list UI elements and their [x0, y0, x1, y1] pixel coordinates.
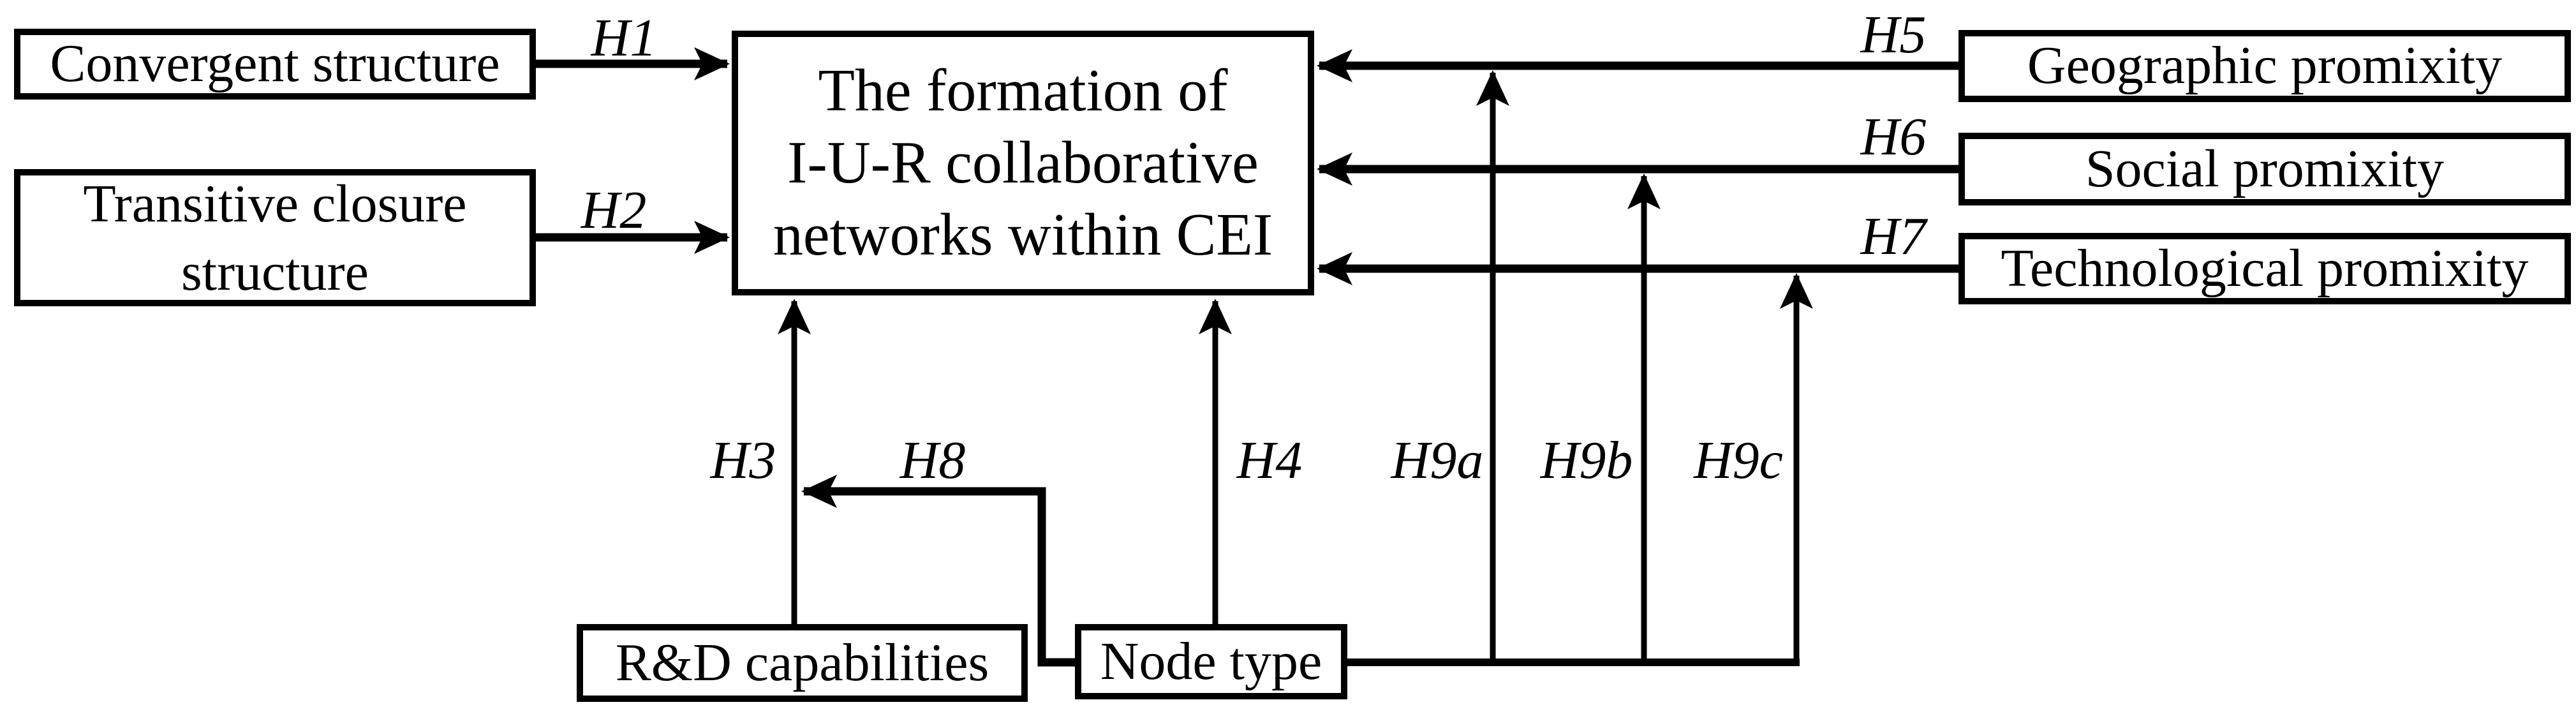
label-h4: H4 [1236, 431, 1303, 490]
label-h7: H7 [1860, 207, 1927, 266]
label-h2: H2 [581, 181, 647, 240]
label-h1: H1 [591, 8, 657, 68]
label-h9b: H9b [1540, 431, 1633, 490]
center-box-line1: The formation of [818, 57, 1228, 124]
label-h8: H8 [899, 431, 966, 490]
h8-arrow [801, 475, 1078, 667]
box-node-type: Node type [1075, 624, 1347, 699]
box-label: R&D capabilities [615, 632, 989, 692]
box-rd-capabilities: R&D capabilities [577, 624, 1028, 702]
label-h6: H6 [1860, 107, 1927, 167]
label-h3: H3 [710, 431, 776, 490]
box-convergent-structure: Convergent structure [14, 29, 536, 100]
box-label: Social promixity [2085, 138, 2445, 198]
center-box-line3: networks within CEI [773, 202, 1273, 268]
box-geographic-proximity: Geographic promixity [1958, 30, 2571, 102]
box-formation-center: The formation of I-U-R collaborative net… [732, 31, 1314, 295]
box-technological-proximity: Technological promixity [1958, 233, 2571, 304]
box-label-line2: structure [181, 242, 369, 302]
box-social-proximity: Social promixity [1958, 133, 2571, 205]
label-h9c: H9c [1694, 431, 1783, 490]
box-label: Node type [1100, 631, 1322, 691]
box-label: Geographic promixity [2027, 36, 2503, 96]
center-box-line2: I-U-R collaborative [787, 130, 1259, 196]
box-transitive-closure-structure: Transitive closure structure [14, 169, 536, 306]
box-label-line1: Transitive closure [83, 174, 467, 234]
box-label: Technological promixity [2001, 238, 2529, 298]
box-label: Convergent structure [50, 34, 500, 94]
label-h5: H5 [1860, 5, 1927, 64]
label-h9a: H9a [1391, 431, 1484, 490]
